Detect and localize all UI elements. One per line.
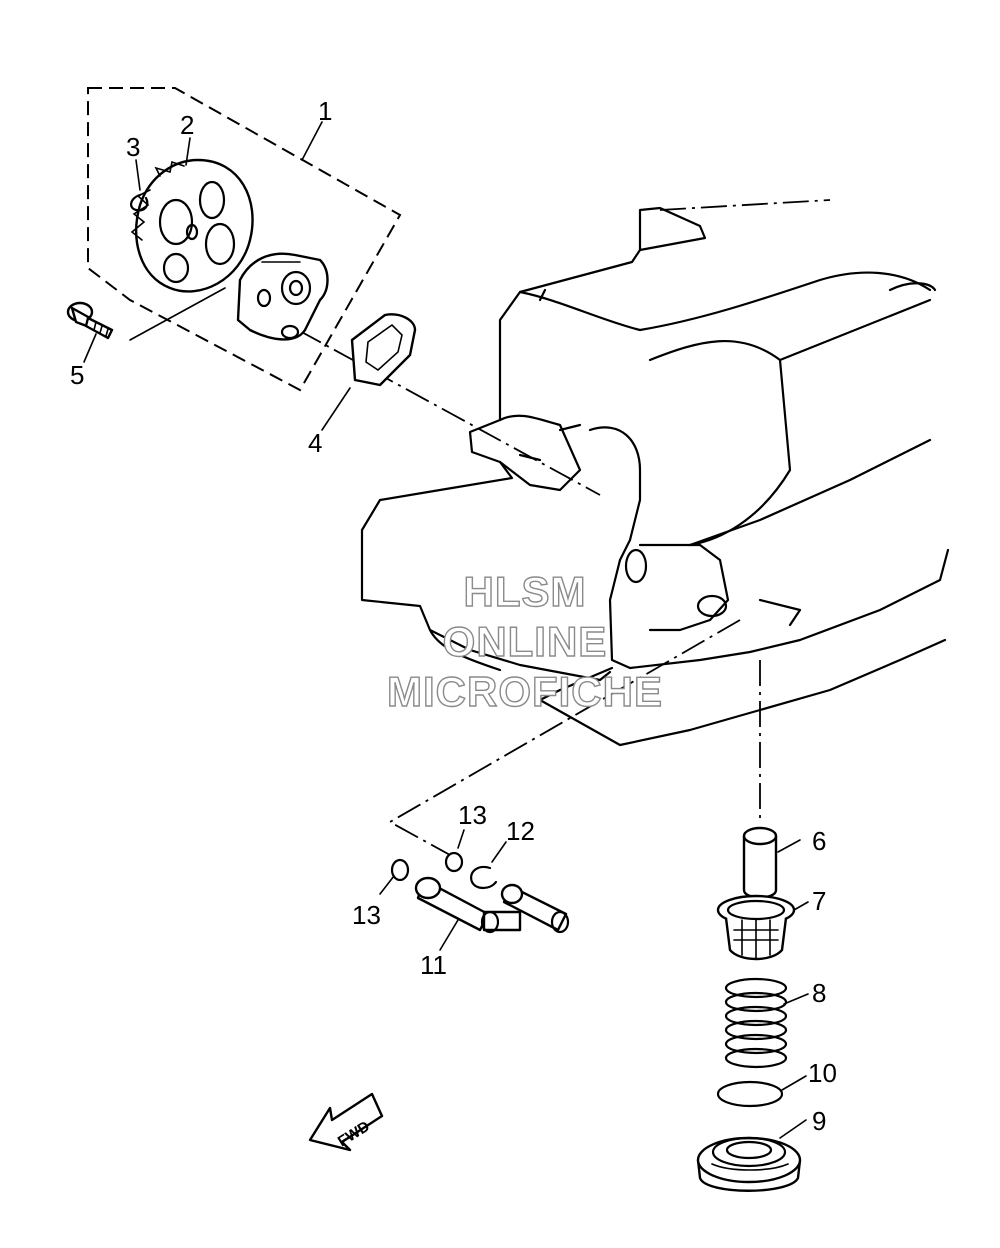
callout-13-lower: 13	[352, 900, 381, 930]
pump-assembly-group-outline	[87, 87, 402, 392]
bolt	[66, 301, 114, 340]
leader-lines	[83, 121, 809, 1139]
callout-9: 9	[812, 1106, 826, 1136]
crankcase-outline	[360, 206, 950, 747]
callout-1: 1	[318, 96, 332, 126]
callout-5: 5	[70, 360, 84, 390]
o-ring-13-upper	[444, 851, 464, 873]
callout-6: 6	[812, 826, 826, 856]
callout-12: 12	[506, 816, 535, 846]
spring	[724, 977, 788, 1069]
forward-direction-arrow: FWD	[308, 1092, 384, 1152]
callout-13-upper: 13	[458, 800, 487, 830]
callout-2: 2	[180, 110, 194, 140]
callout-labels: 1 2 3 4 5 6 7 8 9 10 11 12 13 13	[70, 96, 837, 1136]
gasket	[350, 313, 417, 387]
watermark-line-3: MICROFICHE	[386, 667, 663, 715]
callout-4: 4	[308, 428, 322, 458]
oil-delivery-shaft	[414, 876, 570, 934]
strainer	[716, 894, 796, 961]
watermark-line-1: HLSM	[463, 567, 587, 615]
callout-8: 8	[812, 978, 826, 1008]
o-ring-10	[716, 1080, 784, 1108]
circlip-12	[470, 865, 498, 890]
o-ring-13-lower	[390, 858, 410, 882]
callout-11: 11	[420, 950, 447, 980]
drain-plug	[696, 1136, 802, 1192]
pump-body	[236, 252, 329, 341]
drive-gear	[130, 158, 254, 293]
assembly-axis-lines	[297, 199, 831, 856]
circlip	[130, 193, 149, 212]
callout-3: 3	[126, 132, 140, 162]
callout-7: 7	[812, 886, 826, 916]
pipe	[742, 826, 778, 899]
callout-10: 10	[808, 1058, 837, 1088]
watermark-line-2: ONLINE	[442, 617, 608, 665]
